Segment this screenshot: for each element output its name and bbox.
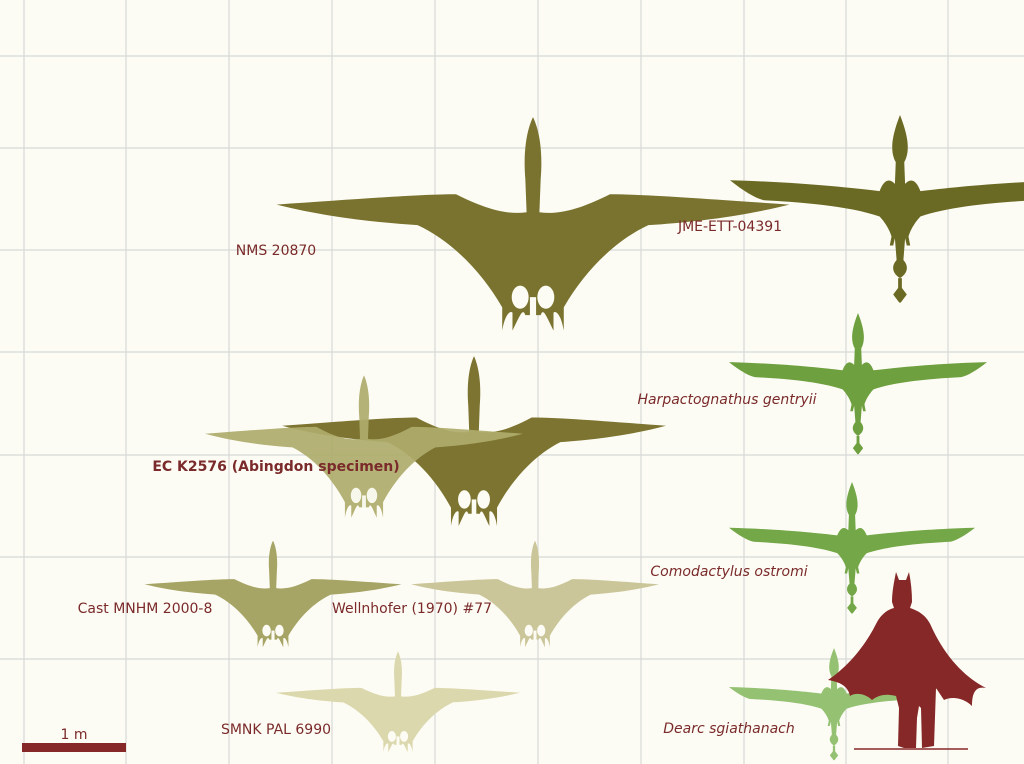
dearc-silhouette-icon — [624, 590, 834, 706]
jme-ett-04391-silhouette-icon — [560, 18, 900, 212]
comodactylus-silhouette-icon — [606, 414, 852, 550]
comodactylus-label: Comodactylus ostromi — [650, 564, 808, 580]
ec-k2576-small-silhouette-icon — [46, 300, 364, 444]
wellnhofer-label: Wellnhofer (1970) #77 — [331, 601, 493, 617]
harpactognathus-silhouette-icon — [600, 240, 858, 386]
caped-human-silhouette-icon — [828, 572, 986, 750]
scale-bar — [22, 743, 126, 752]
ec-k2576-label: EC K2576 (Abingdon specimen) — [152, 459, 400, 475]
dearc-label: Dearc sgiathanach — [663, 721, 795, 737]
cast-mnhm-label: Cast MNHM 2000-8 — [77, 601, 213, 617]
nms-20870-label: NMS 20870 — [235, 243, 317, 259]
wellnhofer-silhouette-icon — [287, 484, 535, 592]
scale-bar-label: 1 m — [60, 727, 88, 743]
cast-mnhm-silhouette-icon — [16, 484, 273, 592]
harpactognathus-label: Harpactognathus gentryii — [637, 392, 817, 408]
nms-20870-silhouette-icon — [20, 4, 533, 220]
smnk-pal-label: SMNK PAL 6990 — [220, 722, 332, 738]
jme-ett-label: JME-ETT-04391 — [677, 219, 783, 235]
